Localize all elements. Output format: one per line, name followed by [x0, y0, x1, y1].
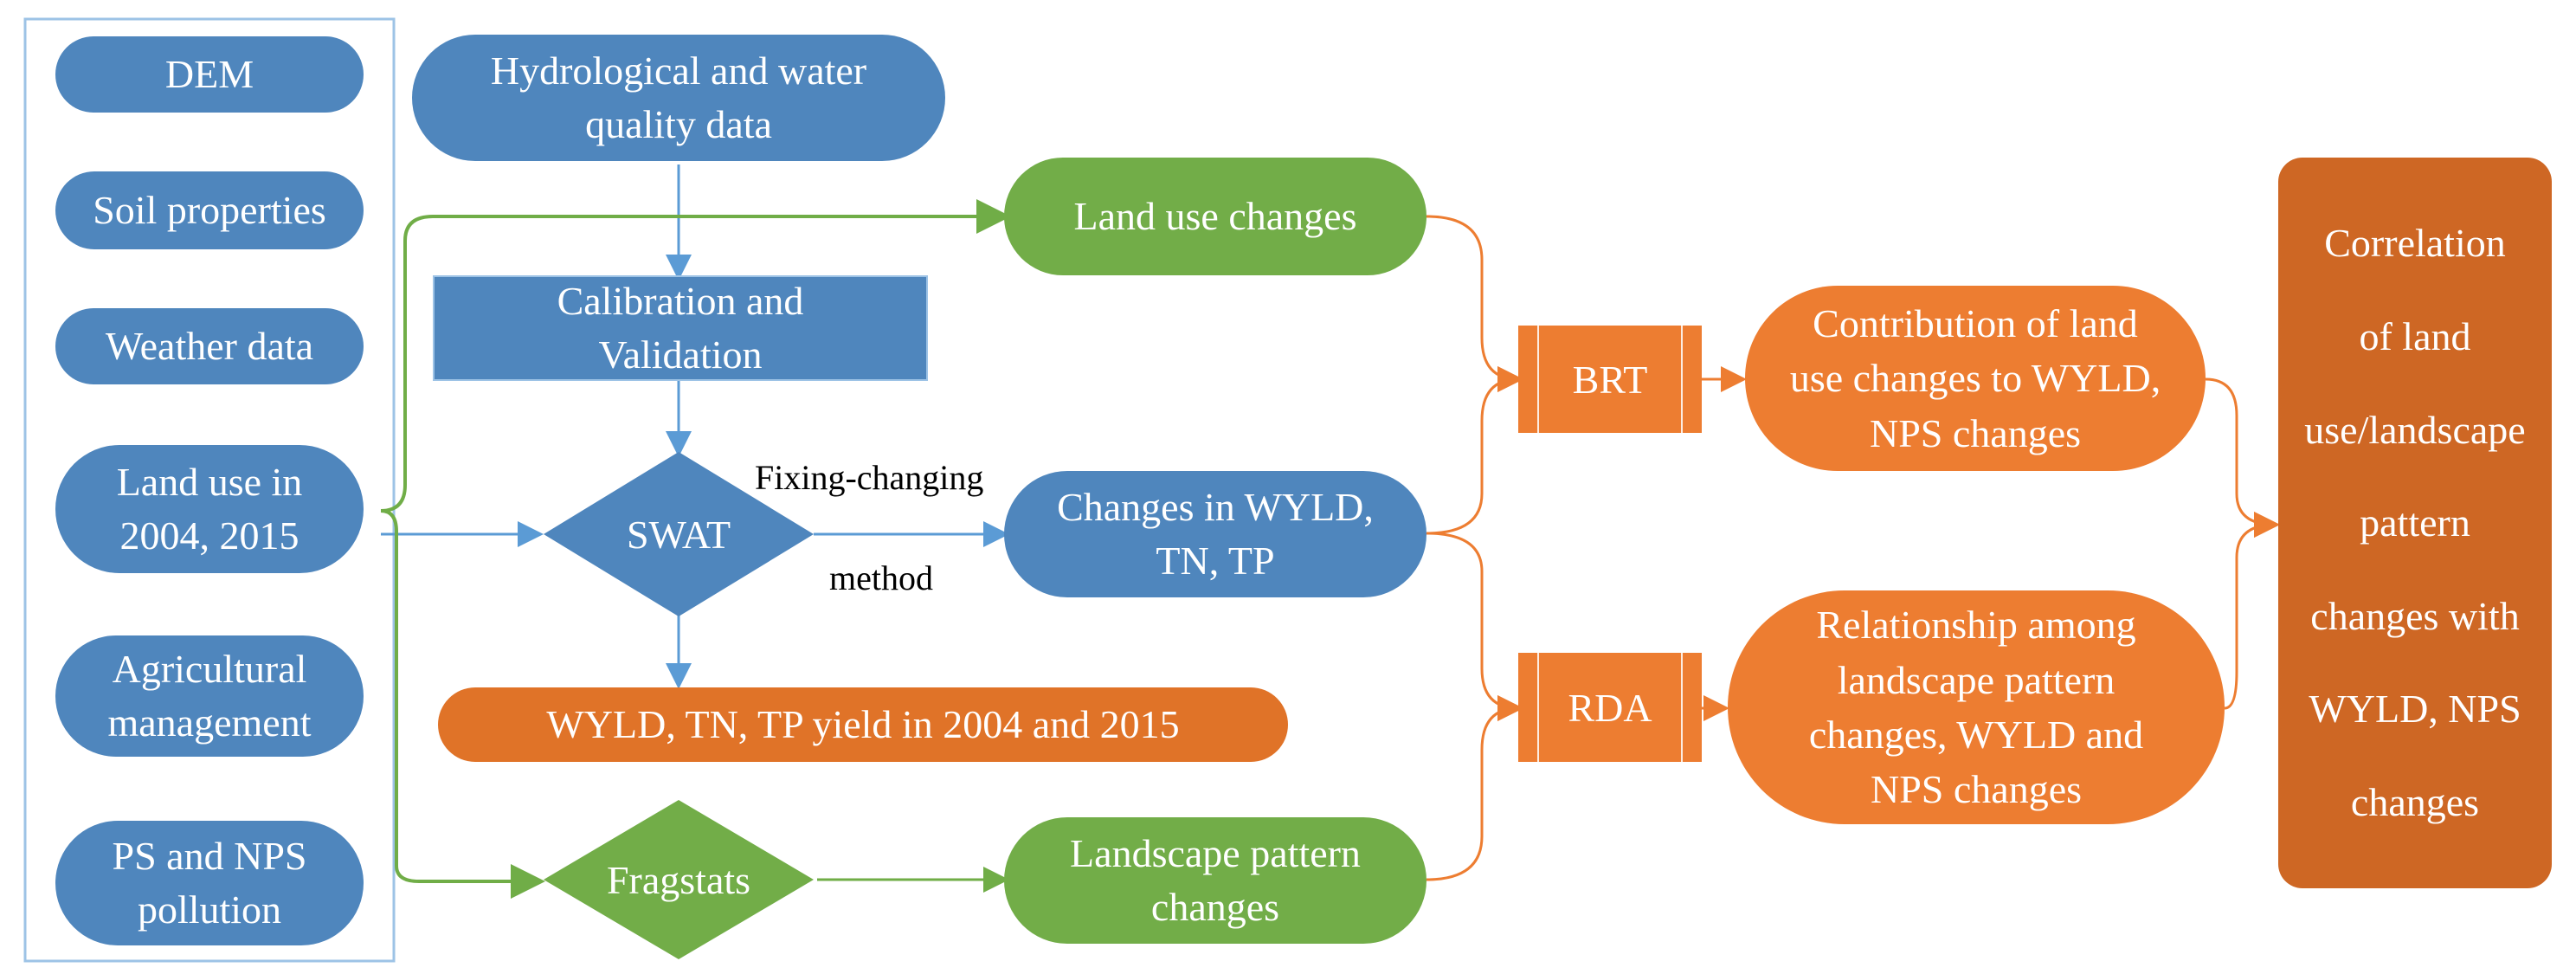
- node-correlation-line-6: WYLD, NPS: [2309, 687, 2521, 732]
- node-hydro-line-1: Hydrological and water: [490, 48, 867, 94]
- node-rda: RDA: [1518, 653, 1702, 762]
- label-method: method: [829, 558, 933, 597]
- edge-wyld-changes-brt: [1426, 366, 1523, 535]
- edge-relationship-correlation: [2224, 512, 2280, 710]
- node-correlation-line-5: changes with: [2310, 593, 2520, 638]
- node-land-use-line-1: Land use in: [116, 460, 303, 505]
- node-wyld-line-1: Changes in WYLD,: [1057, 485, 1374, 530]
- node-land-use: Land use in 2004, 2015: [55, 445, 364, 573]
- node-yield: WYLD, TN, TP yield in 2004 and 2015: [438, 687, 1288, 762]
- node-lu-changes-label: Land use changes: [1073, 194, 1357, 239]
- node-hydro-line-2: quality data: [585, 102, 772, 146]
- node-relationship-line-4: NPS changes: [1870, 767, 2083, 812]
- node-correlation-line-4: pattern: [2360, 500, 2470, 545]
- node-landscape-pattern-changes: Landscape pattern changes: [1004, 817, 1426, 944]
- node-yield-label: WYLD, TN, TP yield in 2004 and 2015: [546, 702, 1180, 747]
- node-soil-label: Soil properties: [93, 188, 326, 233]
- node-land-use-line-2: 2004, 2015: [119, 513, 299, 558]
- node-landscape-line-1: Landscape pattern: [1070, 831, 1361, 876]
- swat-diamond: [544, 452, 814, 616]
- node-agri-line-2: management: [107, 700, 312, 745]
- input-frame: [23, 17, 396, 963]
- node-weather-data: Weather data: [55, 308, 364, 384]
- node-contribution-line-2: use changes to WYLD,: [1789, 356, 2161, 401]
- node-contribution-line-1: Contribution of land: [1813, 300, 2138, 345]
- node-rda-label: RDA: [1568, 685, 1652, 730]
- label-fixing-changing: Fixing-changing: [755, 458, 984, 497]
- node-correlation: Correlation of land use/landscape patter…: [2278, 158, 2552, 888]
- node-correlation-line-7: changes: [2350, 780, 2480, 825]
- edge-landscape-rda: [1426, 695, 1523, 881]
- node-dem-label: DEM: [164, 52, 254, 97]
- edge-landuse-lu-changes: [380, 199, 1011, 513]
- node-hydrological-data: Hydrological and water quality data: [412, 35, 945, 161]
- node-calibration-line-2: Validation: [598, 332, 763, 377]
- node-relationship-line-3: changes, WYLD and: [1808, 713, 2144, 757]
- node-ps-line-1: PS and NPS: [112, 834, 307, 879]
- node-relationship-line-2: landscape pattern: [1837, 657, 2116, 702]
- node-relationship: Relationship among landscape pattern cha…: [1728, 590, 2225, 824]
- edge-landuse-fragstats: [380, 509, 545, 899]
- node-brt: BRT: [1518, 326, 1702, 433]
- node-soil-properties: Soil properties: [55, 171, 364, 249]
- node-wyld-line-2: TN, TP: [1156, 539, 1275, 583]
- node-dem: DEM: [55, 36, 364, 113]
- node-relationship-line-1: Relationship among: [1816, 603, 2136, 648]
- node-brt-label: BRT: [1572, 357, 1648, 402]
- node-weather-label: Weather data: [105, 324, 314, 369]
- node-calibration-line-1: Calibration and: [557, 279, 804, 324]
- node-calibration-validation: Calibration and Validation: [433, 275, 928, 381]
- node-correlation-line-2: of land: [2359, 313, 2471, 358]
- node-agri-line-1: Agricultural: [112, 647, 307, 692]
- node-swat-label: SWAT: [626, 512, 731, 557]
- node-correlation-line-1: Correlation: [2324, 221, 2506, 266]
- node-correlation-line-3: use/landscape: [2304, 407, 2526, 452]
- node-contribution: Contribution of land use changes to WYLD…: [1745, 286, 2206, 471]
- node-land-use-changes: Land use changes: [1004, 158, 1426, 275]
- node-ps-nps-pollution: PS and NPS pollution: [55, 821, 364, 945]
- node-fragstats-label: Fragstats: [606, 857, 751, 902]
- node-wyld-changes: Changes in WYLD, TN, TP: [1004, 471, 1426, 597]
- node-agricultural-management: Agricultural management: [55, 635, 364, 757]
- edge-wyld-changes-rda: [1426, 532, 1523, 721]
- fragstats-diamond: [544, 800, 814, 959]
- node-ps-line-2: pollution: [137, 887, 282, 932]
- node-contribution-line-3: NPS changes: [1869, 410, 2082, 455]
- edge-lu-changes-brt: [1426, 215, 1523, 392]
- edge-contribution-correlation: [2205, 377, 2280, 538]
- node-landscape-line-2: changes: [1150, 885, 1280, 929]
